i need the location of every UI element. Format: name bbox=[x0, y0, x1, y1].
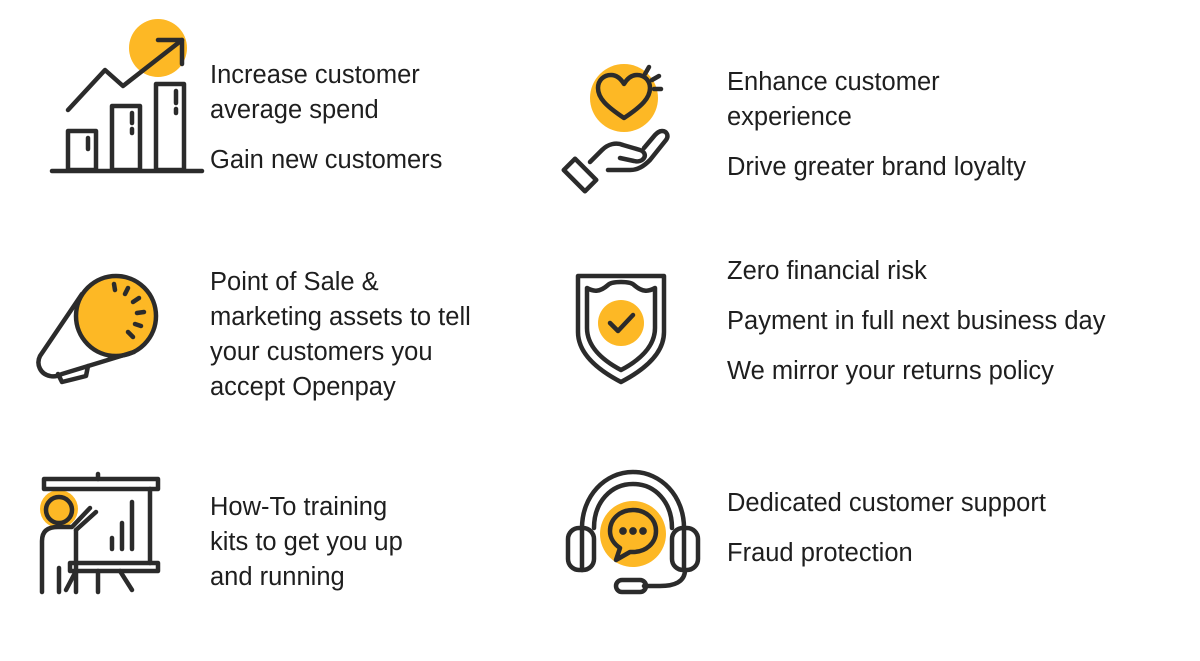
heart-in-hand-icon bbox=[561, 62, 678, 194]
benefit-text-sales: Increase customer average spend Gain new… bbox=[210, 58, 550, 178]
benefit-line: We mirror your returns policy bbox=[727, 357, 1054, 385]
headset-support-icon bbox=[564, 468, 702, 596]
benefit-line: How-To training kits to get you up and r… bbox=[210, 493, 403, 591]
benefit-line: Drive greater brand loyalty bbox=[727, 153, 1027, 181]
shield-check-icon bbox=[572, 270, 672, 386]
benefit-line: Dedicated customer support bbox=[727, 489, 1046, 517]
benefit-text-experience: Enhance customer experience Drive greate… bbox=[727, 65, 1167, 185]
benefit-line: Increase customer average spend bbox=[210, 61, 420, 124]
benefit-line: Enhance customer experience bbox=[727, 68, 940, 131]
benefit-line: Gain new customers bbox=[210, 146, 443, 174]
benefit-line: Zero financial risk bbox=[727, 257, 927, 285]
benefit-text-support: Dedicated customer support Fraud protect… bbox=[727, 486, 1167, 571]
growth-chart-icon bbox=[48, 18, 208, 178]
benefit-text-risk: Zero financial risk Payment in full next… bbox=[727, 254, 1187, 389]
benefit-line: Fraud protection bbox=[727, 539, 913, 567]
benefit-line: Payment in full next business day bbox=[727, 307, 1106, 335]
benefit-line: Point of Sale & marketing assets to tell… bbox=[210, 268, 471, 401]
megaphone-icon bbox=[34, 270, 164, 388]
benefit-text-training: How-To training kits to get you up and r… bbox=[210, 490, 540, 595]
benefit-text-pos-assets: Point of Sale & marketing assets to tell… bbox=[210, 265, 540, 405]
presentation-trainer-icon bbox=[34, 468, 164, 598]
